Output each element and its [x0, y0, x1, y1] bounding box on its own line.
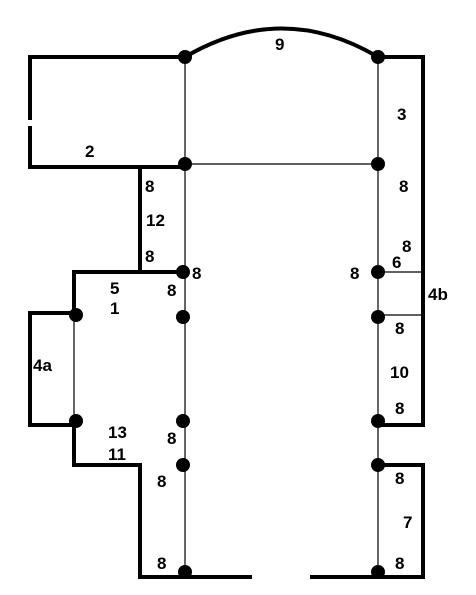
pillar — [371, 565, 385, 579]
pillar — [371, 310, 385, 324]
label-6: 6 — [392, 253, 401, 272]
label-8: 8 — [167, 429, 176, 448]
label-8: 8 — [395, 469, 404, 488]
label-8: 8 — [157, 554, 166, 573]
pillar — [371, 458, 385, 472]
pillar — [178, 565, 192, 579]
pillar — [371, 414, 385, 428]
pillar — [176, 310, 190, 324]
label-8: 8 — [167, 281, 176, 300]
pillar — [371, 157, 385, 171]
markers-8: 8 8 8 8 8 8 8 8 8 8 8 8 8 8 — [145, 177, 411, 573]
label-4b: 4b — [428, 285, 448, 304]
pillar — [176, 265, 190, 279]
pillar — [176, 414, 190, 428]
label-7: 7 — [403, 513, 412, 532]
label-8: 8 — [350, 264, 359, 283]
room-labels: 9 3 2 12 5 1 4a 4b 6 10 13 11 7 — [33, 35, 448, 532]
pillar — [176, 458, 190, 472]
label-2: 2 — [85, 142, 94, 161]
label-8: 8 — [395, 319, 404, 338]
label-13: 13 — [108, 423, 127, 442]
label-10: 10 — [390, 363, 409, 382]
pillar — [69, 414, 83, 428]
label-4a: 4a — [33, 356, 52, 375]
label-9: 9 — [275, 35, 284, 54]
pillar — [69, 308, 83, 322]
label-8: 8 — [145, 247, 154, 266]
label-8: 8 — [145, 177, 154, 196]
label-8: 8 — [402, 237, 411, 256]
label-11: 11 — [108, 445, 126, 464]
label-8: 8 — [395, 399, 404, 418]
pillar — [371, 50, 385, 64]
outer-walls — [28, 26, 425, 579]
label-1: 1 — [110, 299, 119, 318]
label-8: 8 — [399, 177, 408, 196]
label-8: 8 — [192, 264, 201, 283]
label-12: 12 — [146, 211, 165, 230]
inner-lines — [73, 57, 423, 577]
pillar — [371, 265, 385, 279]
label-5: 5 — [110, 279, 119, 298]
pillars — [69, 50, 385, 579]
pillar — [178, 50, 192, 64]
label-8: 8 — [157, 472, 166, 491]
pillar — [178, 157, 192, 171]
label-3: 3 — [397, 105, 406, 124]
label-8: 8 — [395, 554, 404, 573]
